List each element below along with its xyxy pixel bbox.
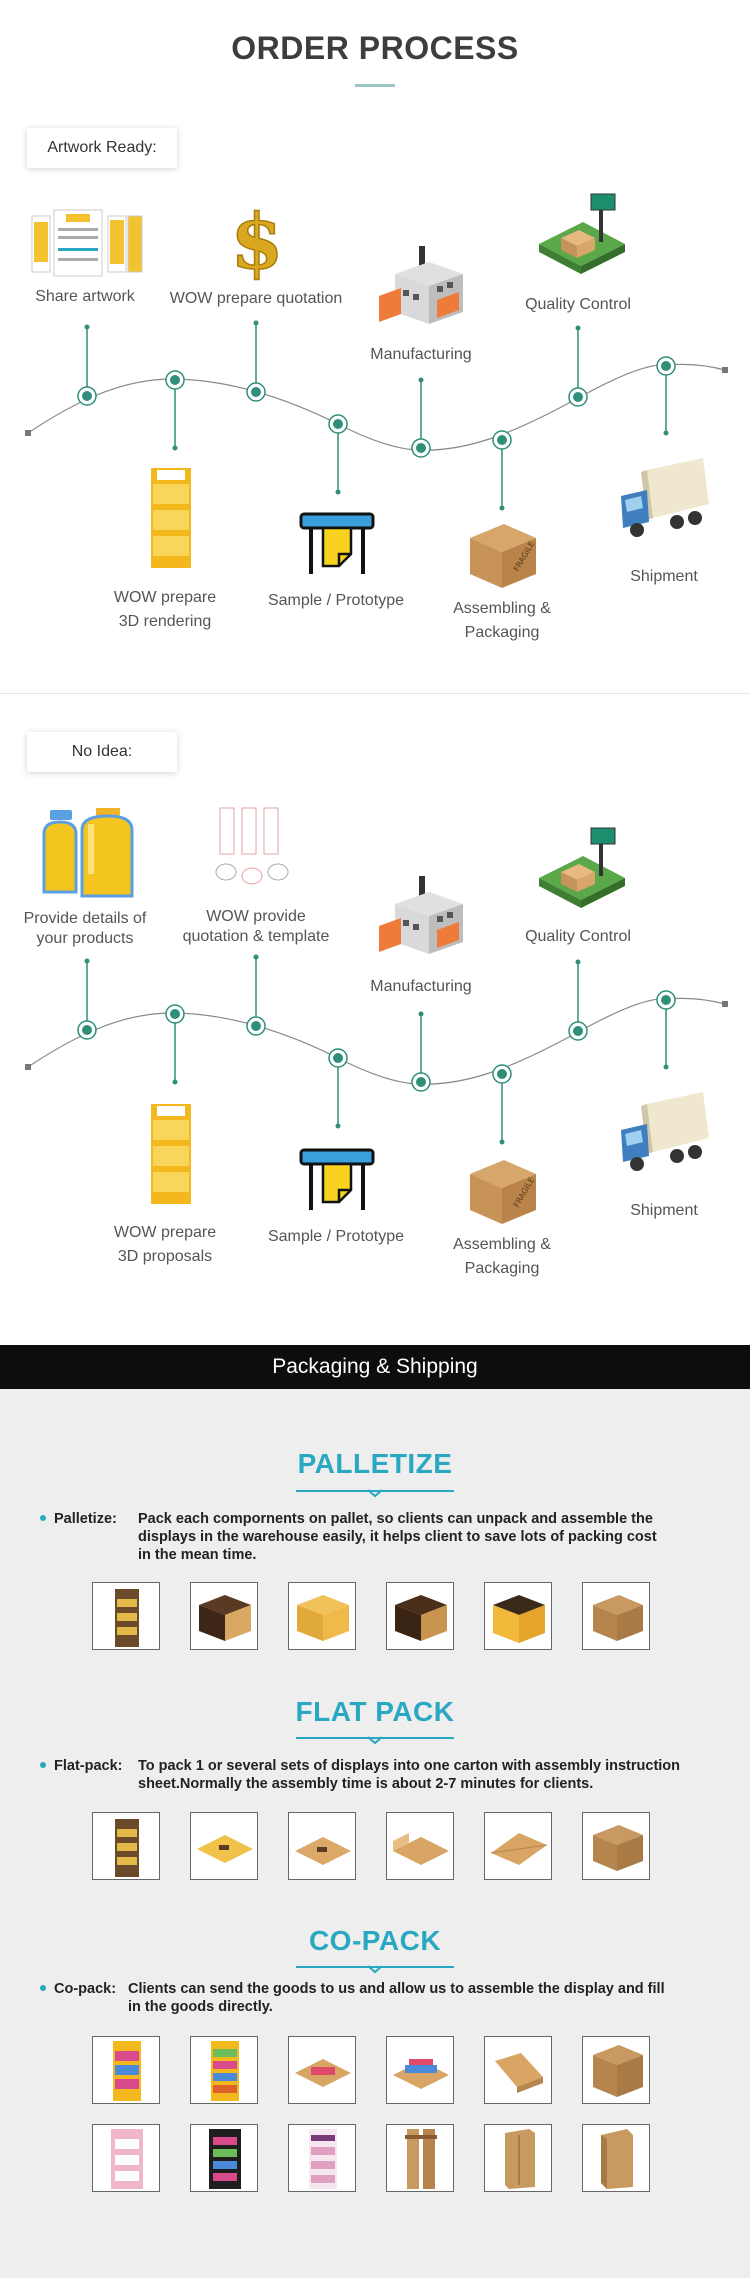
bottles-icon <box>42 808 134 898</box>
title-underline <box>355 84 395 87</box>
step-label-quotation: WOW prepare quotation <box>169 290 343 307</box>
flatpack-photo-4 <box>386 1812 454 1880</box>
copack-photo-8 <box>190 2124 258 2192</box>
chevron-down-icon <box>367 1736 383 1745</box>
step-label-share-artwork: Share artwork <box>35 288 135 305</box>
flatpack-photo-6 <box>582 1812 650 1880</box>
display-stand-icon-2 <box>151 1104 191 1204</box>
copack-underline <box>296 1966 454 1968</box>
step-label-3d-proposals-1: WOW prepare <box>113 1224 217 1241</box>
copack-photo-1 <box>92 2036 160 2104</box>
truck-icon <box>621 458 709 537</box>
palletize-underline <box>296 1490 454 1492</box>
step-label-provide-details-2: your products <box>36 930 134 947</box>
display-stand-icon <box>151 468 191 568</box>
step-label-provide-details-1: Provide details of <box>23 910 147 927</box>
step-label-shipment: Shipment <box>630 568 698 585</box>
step-label-3d-rendering-1: WOW prepare <box>113 589 217 606</box>
step-label-shipment-2: Shipment <box>630 1202 698 1219</box>
copack-heading: CO-PACK <box>308 1925 442 1956</box>
artwork-ready-tag: Artwork Ready: <box>27 128 177 168</box>
truck-icon-2 <box>621 1092 709 1171</box>
chevron-down-icon <box>367 1489 383 1498</box>
palletize-photo-1 <box>92 1582 160 1650</box>
palletize-photo-4 <box>386 1582 454 1650</box>
bullet-dot <box>40 1762 46 1768</box>
copack-photo-2 <box>190 2036 258 2104</box>
copack-photo-11 <box>484 2124 552 2192</box>
copack-photo-3 <box>288 2036 356 2104</box>
step-label-assembling-1: Assembling & <box>453 600 551 617</box>
plotter-icon <box>299 512 375 574</box>
section-divider <box>0 693 750 694</box>
palletize-lead: Palletize: <box>54 1511 117 1527</box>
carton-box-icon-2: FRAGILE <box>470 1160 536 1224</box>
dollar-sign-icon: $ <box>230 202 284 282</box>
process-timeline-curve-2 <box>25 954 728 1145</box>
flatpack-photo-5 <box>484 1812 552 1880</box>
palletize-heading: PALLETIZE <box>297 1448 453 1479</box>
step-label-quality-control: Quality Control <box>525 296 631 313</box>
flatpack-underline <box>296 1737 454 1739</box>
copack-photo-10 <box>386 2124 454 2192</box>
flatpack-heading: FLAT PACK <box>295 1696 455 1727</box>
step-label-manufacturing-2: Manufacturing <box>370 978 472 995</box>
step-label-assembling-4: Packaging <box>464 1260 540 1277</box>
palletize-text-2: displays in the warehouse easily, it hel… <box>138 1529 657 1545</box>
copack-text-1: Clients can send the goods to us and all… <box>128 1981 665 1997</box>
flatpack-text-1: To pack 1 or several sets of displays in… <box>138 1758 681 1774</box>
packaging-banner: Packaging & Shipping <box>0 1345 750 1389</box>
palletize-photo-2 <box>190 1582 258 1650</box>
page-title: ORDER PROCESS <box>231 30 519 66</box>
artwork-sheet-icon <box>31 209 143 277</box>
carton-box-icon: FRAGILE <box>470 524 536 588</box>
copack-photo-5 <box>484 2036 552 2104</box>
factory-icon <box>379 246 463 324</box>
palletize-text-1: Pack each compornents on pallet, so clie… <box>138 1511 653 1527</box>
quality-check-icon-2 <box>539 827 625 908</box>
flatpack-text-2: sheet.Normally the assembly time is abou… <box>138 1776 594 1792</box>
process-timeline-curve <box>25 320 728 511</box>
flatpack-lead: Flat-pack: <box>54 1758 123 1774</box>
flatpack-description: Flat-pack: To pack 1 or several sets of … <box>40 1757 720 1795</box>
quality-check-icon <box>539 193 625 274</box>
flatpack-photo-2 <box>190 1812 258 1880</box>
bullet-dot <box>40 1985 46 1991</box>
chevron-down-icon <box>367 1965 383 1974</box>
palletize-photo-3 <box>288 1582 356 1650</box>
step-label-template-2: quotation & template <box>182 928 330 945</box>
plotter-icon-2 <box>299 1148 375 1210</box>
palletize-photo-6 <box>582 1582 650 1650</box>
svg-text:$: $ <box>231 202 284 282</box>
step-label-manufacturing: Manufacturing <box>370 346 472 363</box>
step-label-template-1: WOW provide <box>206 908 306 925</box>
copack-text-2: in the goods directly. <box>128 1999 273 2015</box>
copack-photo-6 <box>582 2036 650 2104</box>
step-label-sample: Sample / Prototype <box>267 592 405 609</box>
copack-lead: Co-pack: <box>54 1981 117 1997</box>
step-label-sample-2: Sample / Prototype <box>267 1228 405 1245</box>
copack-photo-12 <box>582 2124 650 2192</box>
flatpack-photo-3 <box>288 1812 356 1880</box>
copack-photo-4 <box>386 2036 454 2104</box>
flatpack-photo-1 <box>92 1812 160 1880</box>
palletize-text-3: in the mean time. <box>138 1547 257 1563</box>
copack-photo-9 <box>288 2124 356 2192</box>
template-sketch-icon <box>215 807 289 885</box>
bullet-dot <box>40 1515 46 1521</box>
step-label-3d-rendering-2: 3D rendering <box>118 613 212 630</box>
palletize-description: Palletize: Pack each compornents on pall… <box>40 1510 720 1566</box>
step-label-3d-proposals-2: 3D proposals <box>117 1248 213 1265</box>
copack-photo-7 <box>92 2124 160 2192</box>
copack-description: Co-pack: Clients can send the goods to u… <box>40 1980 720 2018</box>
step-label-quality-control-2: Quality Control <box>525 928 631 945</box>
factory-icon-2 <box>379 876 463 954</box>
palletize-photo-5 <box>484 1582 552 1650</box>
step-label-assembling-2: Packaging <box>464 624 540 641</box>
no-idea-tag: No Idea: <box>27 732 177 772</box>
step-label-assembling-3: Assembling & <box>453 1236 551 1253</box>
